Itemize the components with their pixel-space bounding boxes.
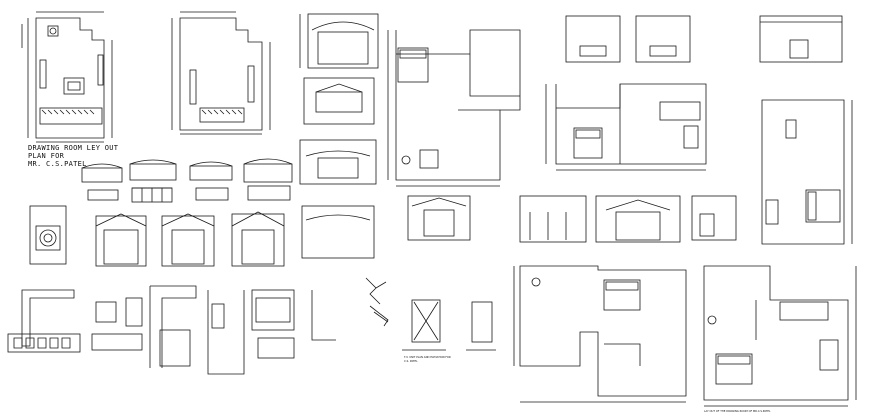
bedroom-plan-2 <box>545 83 707 171</box>
bedroom-plan-1 <box>387 29 521 187</box>
elevation-panels-top <box>299 13 379 185</box>
elevation-row-middle-right <box>519 195 737 243</box>
drawing-room-title-line-3: MR. C.S.PATEL <box>28 160 87 168</box>
drawing-room-plan-2 <box>171 11 271 135</box>
tv-unit-caption-2: C.S. PATEL <box>404 360 418 363</box>
tv-unit-plan-elevation <box>402 195 496 351</box>
bedroom-plan-3 <box>761 99 853 245</box>
elevation-boxes-top-right <box>565 15 843 63</box>
ceiling-elevations-row <box>29 205 375 267</box>
drawing-room-title-line-1: DRAWING ROOM LEY OUT <box>28 144 119 152</box>
sofa-elevation-strip <box>81 158 293 203</box>
kitchen-details <box>7 277 389 375</box>
bottom-right-caption: LAY OUT OF THE DRAWING ROOM OF MR.C.S.PA… <box>704 410 771 413</box>
tv-unit-caption: T.V. UNIT PLAN AND ELEVATION FOR <box>404 356 451 359</box>
drawing-room-plan-1 <box>21 11 113 143</box>
drawing-room-title-line-2: PLAN FOR <box>28 152 65 160</box>
floor-plan-bottom-right <box>703 265 857 407</box>
floor-plan-bottom-center <box>513 265 687 403</box>
